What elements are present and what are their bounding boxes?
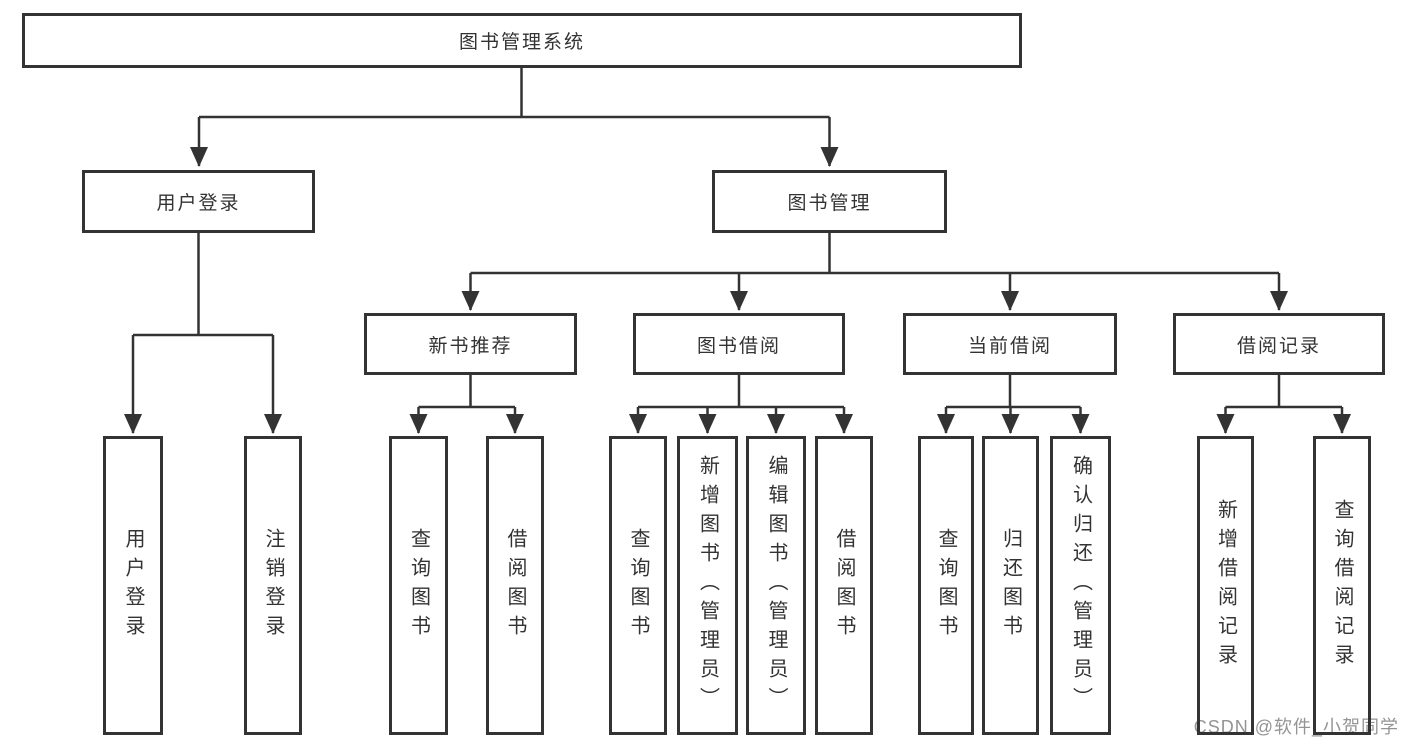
leaf-logout: 注销登录 [244, 436, 302, 735]
node-label: 新增图书（管理员） [696, 455, 719, 716]
node-book-borrowing: 图书借阅 [633, 313, 845, 375]
leaf-borrow-books: 借阅图书 [815, 436, 873, 735]
node-label: 图书借阅 [696, 335, 781, 357]
node-label: 当前借阅 [967, 335, 1052, 357]
leaf-query-books-current: 查询图书 [918, 436, 974, 735]
leaf-borrow-books-recommend: 借阅图书 [486, 436, 544, 735]
node-label: 借阅记录 [1236, 335, 1321, 357]
node-label: 图书管理系统 [458, 32, 585, 53]
node-label: 确认归还（管理员） [1069, 455, 1092, 716]
node-label: 用户登录 [122, 527, 144, 644]
leaf-query-books-recommend: 查询图书 [389, 436, 448, 735]
leaf-query-borrow-record: 查询借阅记录 [1313, 436, 1371, 735]
leaf-return-books: 归还图书 [982, 436, 1039, 735]
node-label: 查询借阅记录 [1331, 498, 1353, 673]
leaf-query-books-borrow: 查询图书 [609, 436, 667, 735]
node-user-login: 用户登录 [82, 170, 315, 233]
node-label: 归还图书 [999, 527, 1022, 644]
node-label: 查询图书 [407, 527, 430, 644]
node-label: 图书管理 [787, 193, 872, 214]
node-current-borrowing: 当前借阅 [903, 313, 1117, 375]
node-label: 借阅图书 [833, 527, 855, 644]
leaf-add-borrow-record: 新增借阅记录 [1197, 436, 1254, 735]
node-label: 新书推荐 [428, 335, 513, 357]
node-label: 编辑图书（管理员） [765, 455, 787, 716]
node-root: 图书管理系统 [22, 13, 1022, 68]
node-book-management: 图书管理 [712, 170, 947, 233]
node-label: 用户登录 [156, 193, 241, 214]
node-label: 查询图书 [935, 527, 957, 644]
leaf-confirm-return-admin: 确认归还（管理员） [1050, 436, 1111, 735]
node-new-book-recommendation: 新书推荐 [364, 313, 577, 375]
node-label: 注销登录 [262, 527, 284, 644]
node-label: 查询图书 [627, 527, 649, 644]
leaf-user-login: 用户登录 [103, 436, 163, 735]
node-label: 借阅图书 [504, 527, 526, 644]
node-label: 新增借阅记录 [1214, 498, 1237, 673]
leaf-edit-book-admin: 编辑图书（管理员） [746, 436, 806, 735]
leaf-add-book-admin: 新增图书（管理员） [677, 436, 738, 735]
node-borrowing-records: 借阅记录 [1173, 313, 1385, 375]
